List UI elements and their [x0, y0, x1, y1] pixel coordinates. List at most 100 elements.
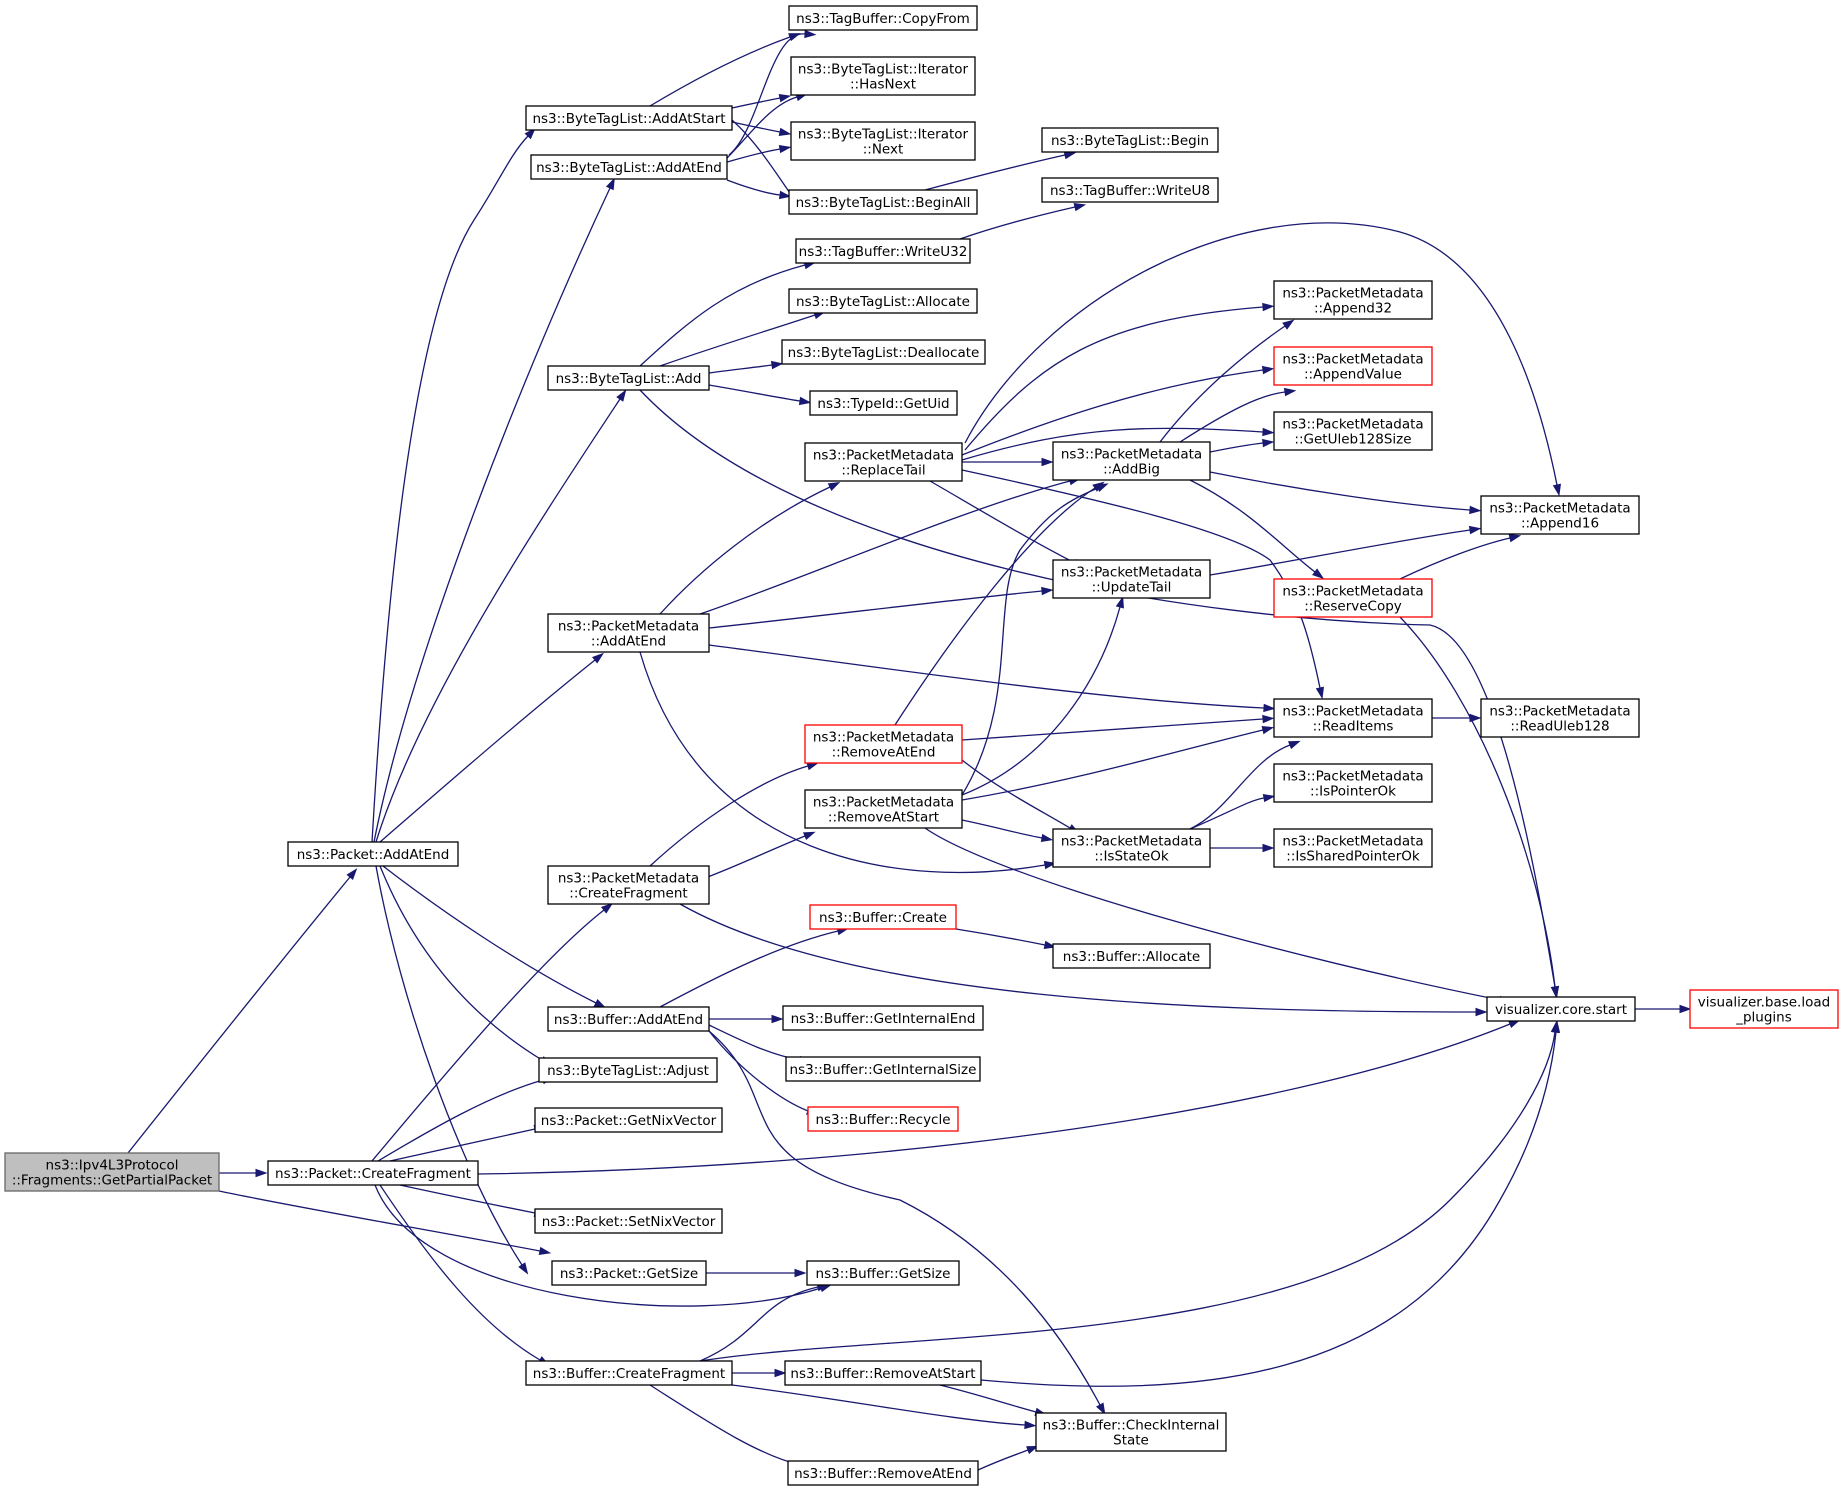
node-pm-addbig[interactable]: ns3::PacketMetadata::AddBig — [1052, 441, 1211, 481]
edge-arrowhead — [802, 831, 816, 841]
node-label: ns3::ByteTagList::Deallocate — [788, 345, 980, 361]
node-buf-create[interactable]: ns3::Buffer::Create — [809, 904, 957, 930]
node-pkt-createfrag[interactable]: ns3::Packet::CreateFragment — [267, 1160, 479, 1186]
node-buf-createfrag[interactable]: ns3::Buffer::CreateFragment — [525, 1360, 733, 1386]
node-buf-addatend[interactable]: ns3::Buffer::AddAtEnd — [547, 1006, 710, 1032]
edge-btl_beginall-to-btl_begin — [924, 151, 1077, 191]
edge-arrowhead — [1312, 568, 1325, 580]
edge-line — [726, 96, 798, 159]
node-pm-replacetail[interactable]: ns3::PacketMetadata::ReplaceTail — [804, 442, 963, 482]
node-label: ::ReplaceTail — [841, 463, 925, 479]
node-label: ns3::ByteTagList::Adjust — [547, 1063, 709, 1079]
node-btl-addatend[interactable]: ns3::ByteTagList::AddAtEnd — [530, 154, 728, 180]
edge-pm_addbig-to-pm_append32 — [1159, 319, 1295, 443]
node-pkt-setnix[interactable]: ns3::Packet::SetNixVector — [534, 1208, 723, 1234]
edge-arrowhead — [1262, 793, 1276, 803]
edge-line — [980, 1031, 1557, 1387]
node-label: ns3::PacketMetadata — [1282, 704, 1423, 720]
edge-pm_createfrag-to-pm_removeatstart — [699, 831, 816, 881]
node-pm-readuleb128[interactable]: ns3::PacketMetadata::ReadUleb128 — [1480, 698, 1640, 738]
node-btl-adjust[interactable]: ns3::ByteTagList::Adjust — [538, 1057, 718, 1083]
edge-line — [726, 179, 781, 196]
edge-arrowhead — [1262, 438, 1275, 448]
edge-arrowhead — [1262, 427, 1275, 437]
edge-arrowhead — [1282, 319, 1295, 330]
node-buf-allocate[interactable]: ns3::Buffer::Allocate — [1052, 943, 1211, 969]
node-pm-isstateok[interactable]: ns3::PacketMetadata::IsStateOk — [1052, 828, 1211, 868]
node-label: ns3::ByteTagList::AddAtEnd — [536, 160, 722, 176]
node-pm-getuleb128size[interactable]: ns3::PacketMetadata::GetUleb128Size — [1273, 411, 1433, 451]
node-pm-readitems[interactable]: ns3::PacketMetadata::ReadItems — [1273, 698, 1433, 738]
node-pm-append32[interactable]: ns3::PacketMetadata::Append32 — [1273, 280, 1433, 320]
edge-pkt_addatend-to-btl_addatend — [373, 177, 615, 843]
node-label: ::AddAtEnd — [591, 634, 666, 650]
edge-arrowhead — [591, 652, 604, 664]
node-pkt-getnix[interactable]: ns3::Packet::GetNixVector — [534, 1107, 723, 1133]
node-pm-appendvalue[interactable]: ns3::PacketMetadata::AppendValue — [1273, 346, 1433, 386]
node-btl-add[interactable]: ns3::ByteTagList::Add — [547, 365, 710, 391]
edge-line — [959, 206, 1076, 240]
node-vis-start[interactable]: visualizer.core.start — [1486, 996, 1636, 1022]
node-buf-removeatend[interactable]: ns3::Buffer::RemoveAtEnd — [787, 1460, 979, 1486]
node-box — [525, 105, 733, 131]
edge-line — [699, 835, 806, 881]
edge-line — [375, 398, 621, 843]
edge-line — [1189, 479, 1316, 573]
node-pm-removeatstart[interactable]: ns3::PacketMetadata::RemoveAtStart — [804, 789, 963, 829]
node-box — [1486, 996, 1636, 1022]
node-it-next[interactable]: ns3::ByteTagList::Iterator::Next — [790, 121, 976, 161]
edge-line — [1399, 537, 1511, 580]
node-buf-getsize[interactable]: ns3::Buffer::GetSize — [806, 1260, 960, 1286]
node-box — [547, 613, 710, 653]
node-it-hasnext[interactable]: ns3::ByteTagList::Iterator::HasNext — [790, 56, 976, 96]
node-label: ns3::Packet::SetNixVector — [542, 1214, 716, 1230]
node-label: ns3::PacketMetadata — [1489, 704, 1630, 720]
node-tb-writeu8[interactable]: ns3::TagBuffer::WriteU8 — [1041, 177, 1219, 203]
node-label: ::HasNext — [850, 77, 916, 93]
node-box — [788, 288, 978, 314]
edge-line — [389, 1128, 536, 1162]
edge-line — [639, 651, 1046, 874]
edge-arrowhead — [1115, 595, 1124, 609]
edge-arrowhead — [346, 868, 358, 881]
node-tb-writeu32[interactable]: ns3::TagBuffer::WriteU32 — [795, 238, 971, 264]
edge-arrowhead — [827, 482, 841, 492]
node-tb-copyfrom[interactable]: ns3::TagBuffer::CopyFrom — [788, 5, 978, 31]
edge-buf_createfrag-to-buf_removeatend — [649, 1384, 812, 1469]
node-pm-append16[interactable]: ns3::PacketMetadata::Append16 — [1480, 495, 1640, 535]
node-pm-issharedpointerok[interactable]: ns3::PacketMetadata::IsSharedPointerOk — [1273, 828, 1433, 868]
node-label: ns3::PacketMetadata — [1282, 834, 1423, 850]
edge-arrowhead — [1468, 525, 1482, 535]
node-btl-allocate[interactable]: ns3::ByteTagList::Allocate — [788, 288, 978, 314]
node-buf-recycle[interactable]: ns3::Buffer::Recycle — [807, 1106, 959, 1132]
node-pm-updatetail[interactable]: ns3::PacketMetadata::UpdateTail — [1052, 559, 1211, 599]
node-root[interactable]: ns3::Ipv4L3Protocol::Fragments::GetParti… — [4, 1152, 220, 1192]
node-buf-getinternalsize[interactable]: ns3::Buffer::GetInternalSize — [785, 1056, 981, 1082]
edge-line — [699, 1286, 819, 1362]
node-pm-removeatend[interactable]: ns3::PacketMetadata::RemoveAtEnd — [804, 724, 963, 764]
node-typeid-getuid[interactable]: ns3::TypeId::GetUid — [809, 390, 958, 416]
node-btl-addatstart[interactable]: ns3::ByteTagList::AddAtStart — [525, 105, 733, 131]
node-label: ::RemoveAtEnd — [832, 745, 936, 761]
node-btl-deallocate[interactable]: ns3::ByteTagList::Deallocate — [781, 339, 986, 365]
node-label: visualizer.core.start — [1495, 1002, 1627, 1018]
node-pkt-addatend[interactable]: ns3::Packet::AddAtEnd — [287, 841, 459, 867]
edge-pkt_addatend-to-pkt_getsize — [375, 865, 529, 1275]
edge-arrowhead — [794, 1268, 807, 1278]
node-vis-loadplugins[interactable]: visualizer.base.load_plugins — [1689, 989, 1839, 1029]
node-buf-getinternalend[interactable]: ns3::Buffer::GetInternalEnd — [782, 1005, 984, 1031]
node-pkt-getsize[interactable]: ns3::Packet::GetSize — [551, 1260, 707, 1286]
node-btl-beginall[interactable]: ns3::ByteTagList::BeginAll — [788, 189, 978, 215]
edge-root-to-pkt_createfrag — [219, 1168, 268, 1178]
node-buf-removeatstart[interactable]: ns3::Buffer::RemoveAtStart — [784, 1360, 982, 1386]
edge-line — [728, 33, 806, 156]
edge-arrowhead — [616, 389, 627, 402]
node-pm-addatend[interactable]: ns3::PacketMetadata::AddAtEnd — [547, 613, 710, 653]
node-pm-createfrag[interactable]: ns3::PacketMetadata::CreateFragment — [547, 865, 710, 905]
node-pm-reservecopy[interactable]: ns3::PacketMetadata::ReserveCopy — [1273, 578, 1433, 618]
node-box — [809, 904, 957, 930]
node-pm-ispointerok[interactable]: ns3::PacketMetadata::IsPointerOk — [1273, 763, 1433, 803]
node-btl-begin[interactable]: ns3::ByteTagList::Begin — [1041, 127, 1219, 153]
edge-pm_addbig-to-pm_reservecopy — [1189, 479, 1325, 580]
